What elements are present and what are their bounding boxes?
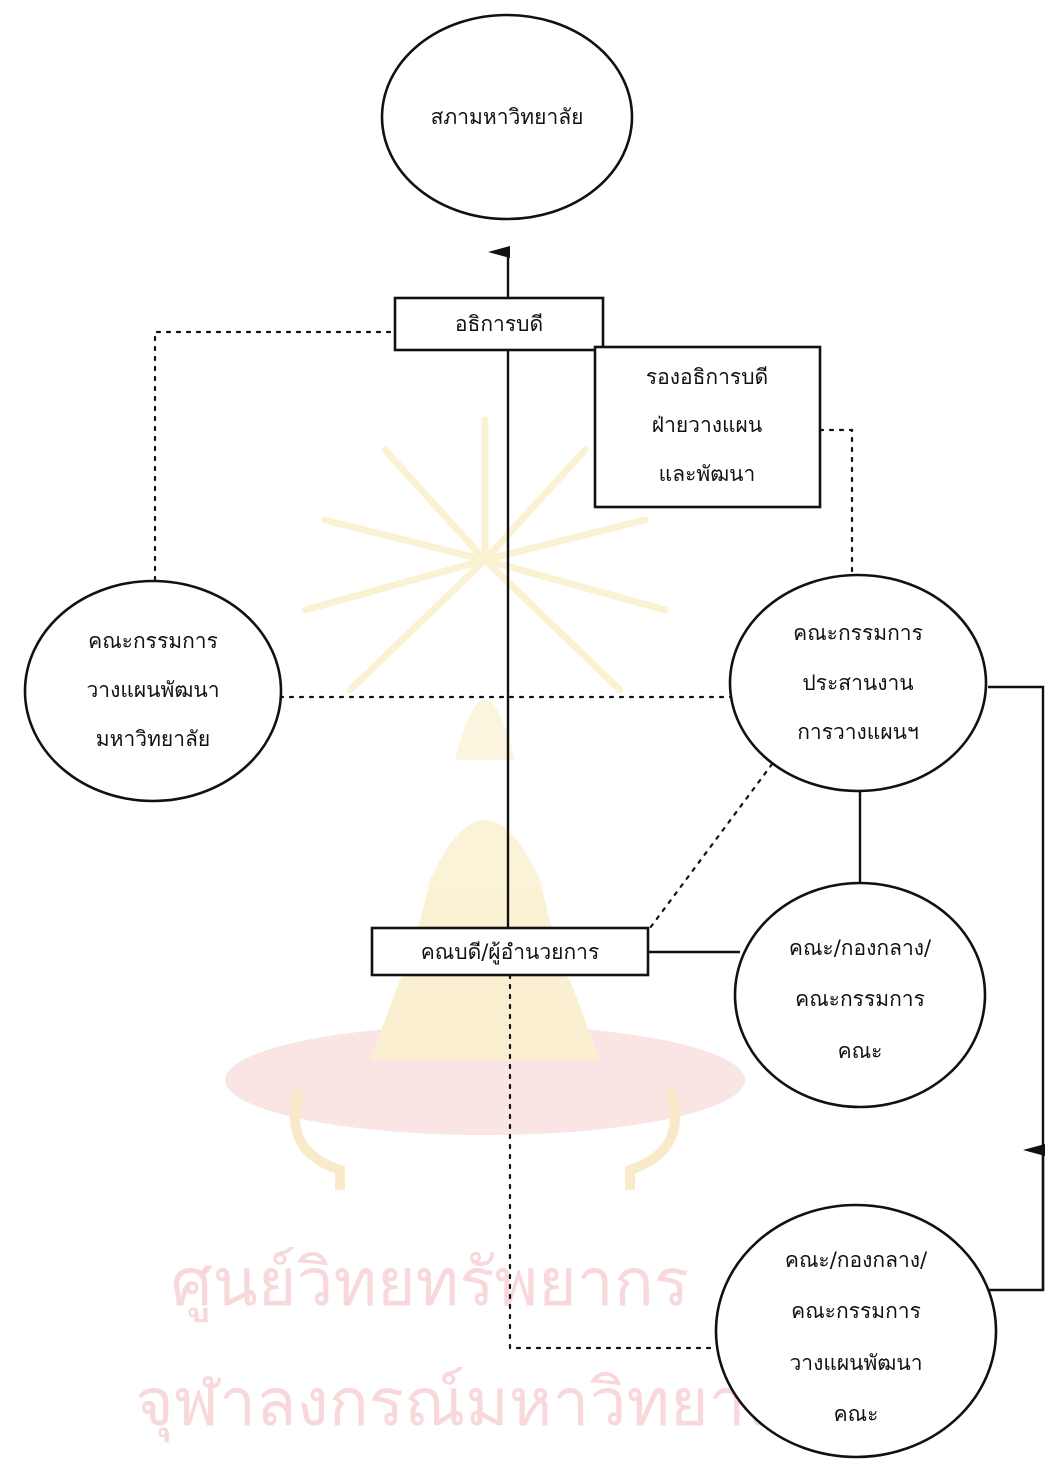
node-president: อธิการบดี	[393, 296, 605, 352]
node-shape	[593, 345, 822, 509]
node-label-line1: คณะ/กองกลาง/	[785, 1248, 928, 1272]
node-label: คณบดี/ผู้อำนวยการ	[421, 940, 600, 965]
node-label-line2: ประสานงาน	[802, 671, 913, 695]
node-shape	[393, 296, 605, 352]
dotted-dean-to-faculty-planning	[508, 973, 722, 1350]
dotted-vp-to-coordination	[818, 428, 854, 574]
node-label: สภามหาวิทยาลัย	[431, 105, 584, 129]
node-label-line3: มหาวิทยาลัย	[96, 727, 210, 751]
node-label-line1: คณะ/กองกลาง/	[789, 936, 932, 960]
watermark-line2: จุฬาลงกรณ์มหาวิทยาลัย	[135, 1364, 825, 1443]
node-label-line2: คณะกรรมการ	[795, 987, 925, 1011]
node-faculty-planning-committee: คณะ/กองกลาง/ คณะกรรมการ วางแผนพัฒนา คณะ	[714, 1203, 998, 1459]
node-label-line3: การวางแผนฯ	[797, 720, 919, 744]
node-coordination-committee: คณะกรรมการ ประสานงาน การวางแผนฯ	[728, 573, 988, 793]
node-label-line1: รองอธิการบดี	[646, 365, 768, 389]
node-dean-director: คณบดี/ผู้อำนวยการ	[370, 926, 650, 977]
node-shape	[370, 926, 650, 977]
node-shape	[23, 579, 283, 803]
node-label-line2: ฝ่ายวางแผน	[652, 413, 762, 437]
node-label-line2: คณะกรรมการ	[791, 1299, 921, 1323]
node-label-line4: คณะ	[834, 1402, 879, 1426]
node-label-line3: วางแผนพัฒนา	[790, 1351, 923, 1375]
dotted-univ-committee-to-president	[153, 330, 397, 582]
node-faculty-committee: คณะ/กองกลาง/ คณะกรรมการ คณะ	[733, 881, 987, 1109]
node-university-council: สภามหาวิทยาลัย	[380, 13, 634, 221]
watermark-line1: ศูนย์วิทยทรัพยากร	[171, 1244, 690, 1323]
node-label: อธิการบดี	[455, 312, 543, 336]
node-shape	[733, 881, 987, 1109]
dotted-coordination-to-dean	[648, 738, 792, 930]
node-label-line2: วางแผนพัฒนา	[87, 678, 220, 702]
node-vp-planning: รองอธิการบดี ฝ่ายวางแผน และพัฒนา	[593, 345, 822, 509]
node-shape	[728, 573, 988, 793]
node-univ-planning-committee: คณะกรรมการ วางแผนพัฒนา มหาวิทยาลัย	[23, 579, 283, 803]
node-shape	[380, 13, 634, 221]
watermark	[225, 416, 745, 1190]
line-feedback-loop	[970, 685, 1045, 1292]
node-label-line3: คณะ	[838, 1039, 883, 1063]
node-label-line1: คณะกรรมการ	[88, 629, 218, 653]
node-label-line1: คณะกรรมการ	[793, 621, 923, 645]
emblem-watermark	[225, 416, 745, 1190]
node-label-line3: และพัฒนา	[659, 462, 756, 486]
node-shape	[714, 1203, 998, 1459]
